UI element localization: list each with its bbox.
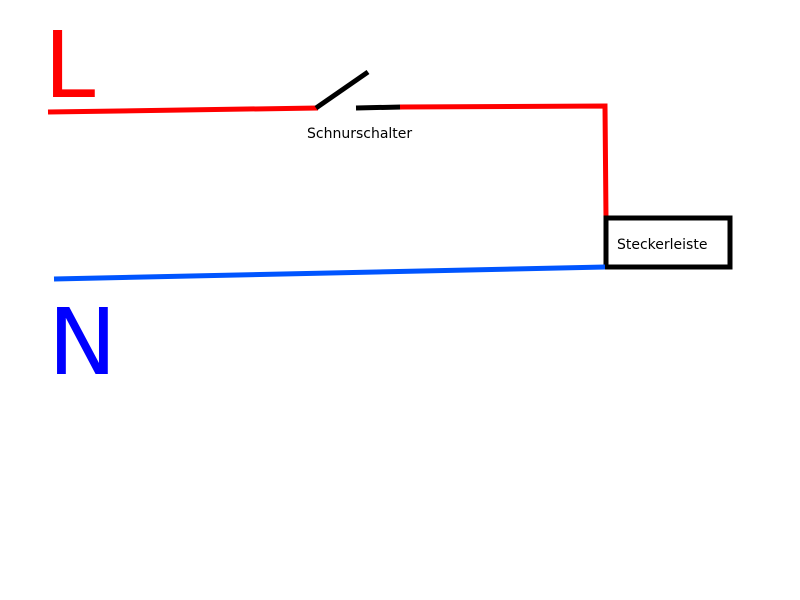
power-strip-label: Steckerleiste	[617, 237, 707, 253]
neutral-wire	[53, 264, 606, 282]
switch-lever	[314, 69, 370, 111]
phase-wire-right	[399, 103, 609, 219]
switch-label: Schnurschalter	[307, 126, 412, 142]
phase-wire-left	[47, 105, 319, 115]
power-strip-box	[603, 215, 733, 270]
switch-contact	[355, 104, 403, 111]
phase-label: L	[44, 12, 95, 119]
neutral-label: N	[48, 289, 117, 396]
